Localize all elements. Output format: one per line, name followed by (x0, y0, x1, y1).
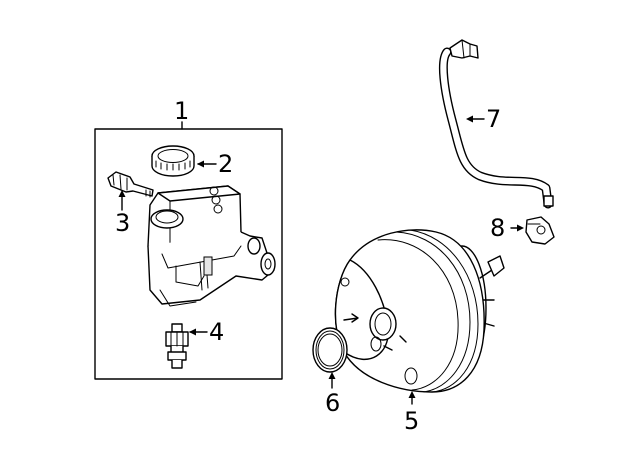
callout-6-leader (328, 372, 336, 389)
callout-3-leader (118, 190, 126, 211)
reservoir-cap[interactable] (151, 145, 195, 177)
callout-3-label: 3 (115, 209, 130, 237)
callout-8-leader (510, 224, 524, 232)
callout-4-label: 4 (209, 318, 224, 346)
callout-5-label: 5 (404, 407, 419, 435)
callout-8-label: 8 (490, 214, 505, 242)
vacuum-hose[interactable] (438, 39, 554, 209)
booster-seal[interactable] (312, 327, 348, 373)
callout-2-label: 2 (218, 150, 233, 178)
fluid-level-sensor[interactable] (107, 171, 154, 198)
callout-5-leader (408, 391, 416, 405)
brake-booster[interactable] (334, 229, 505, 393)
master-cylinder[interactable] (147, 185, 276, 307)
callout-7-label: 7 (486, 105, 501, 133)
callout-4-leader (189, 328, 208, 336)
assembly-frame (94, 128, 283, 380)
callout-1-label: 1 (174, 97, 189, 125)
callout-6-label: 6 (325, 389, 340, 417)
callout-2-leader (197, 160, 217, 168)
callout-7-leader (466, 115, 485, 123)
hose-clip[interactable] (525, 216, 555, 245)
proportioning-valve[interactable] (165, 323, 189, 369)
